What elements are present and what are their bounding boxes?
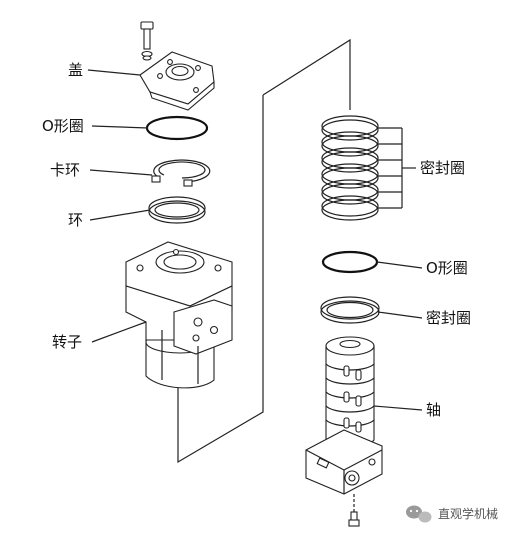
o-ring-right-part (321, 250, 379, 274)
assembly-guide-lines (177, 38, 351, 464)
watermark-text: 直观学机械 (438, 506, 498, 521)
seal-ring-6 (321, 195, 379, 221)
label-snap-ring: 卡环 (50, 161, 80, 179)
leader-o-ring-right (376, 261, 423, 269)
leader-cover (87, 69, 141, 76)
leader-o-ring-left (91, 125, 149, 129)
seal-stack-part (321, 115, 379, 221)
bolt (140, 21, 154, 61)
cover-part (139, 51, 215, 111)
leader-seal-single (377, 311, 423, 319)
leader-seal-stack (377, 127, 416, 209)
rotor-part (125, 241, 233, 389)
shaft-part (305, 336, 383, 495)
snap-ring-part (151, 159, 211, 187)
leader-rotor (91, 321, 147, 343)
leader-lines (87, 69, 423, 411)
ring-part (148, 196, 206, 224)
watermark: 直观学机械 (406, 505, 498, 523)
label-cover: 盖 (68, 61, 83, 79)
label-o-ring-right: O形圈 (426, 259, 468, 277)
label-rotor: 转子 (52, 333, 82, 351)
seal-single-part (320, 296, 380, 324)
label-seal-single: 密封圈 (426, 309, 471, 327)
label-seal-stack: 密封圈 (420, 159, 465, 177)
leader-shaft (373, 405, 423, 411)
chat-bubble-icon (406, 505, 432, 523)
label-o-ring-left: O形圈 (42, 117, 84, 135)
label-shaft: 轴 (426, 401, 441, 419)
lower-bolt (348, 494, 360, 527)
leader-snap-ring (89, 169, 153, 176)
leader-ring (89, 209, 151, 221)
label-ring: 环 (68, 211, 83, 229)
o-ring-left-part (145, 115, 209, 141)
